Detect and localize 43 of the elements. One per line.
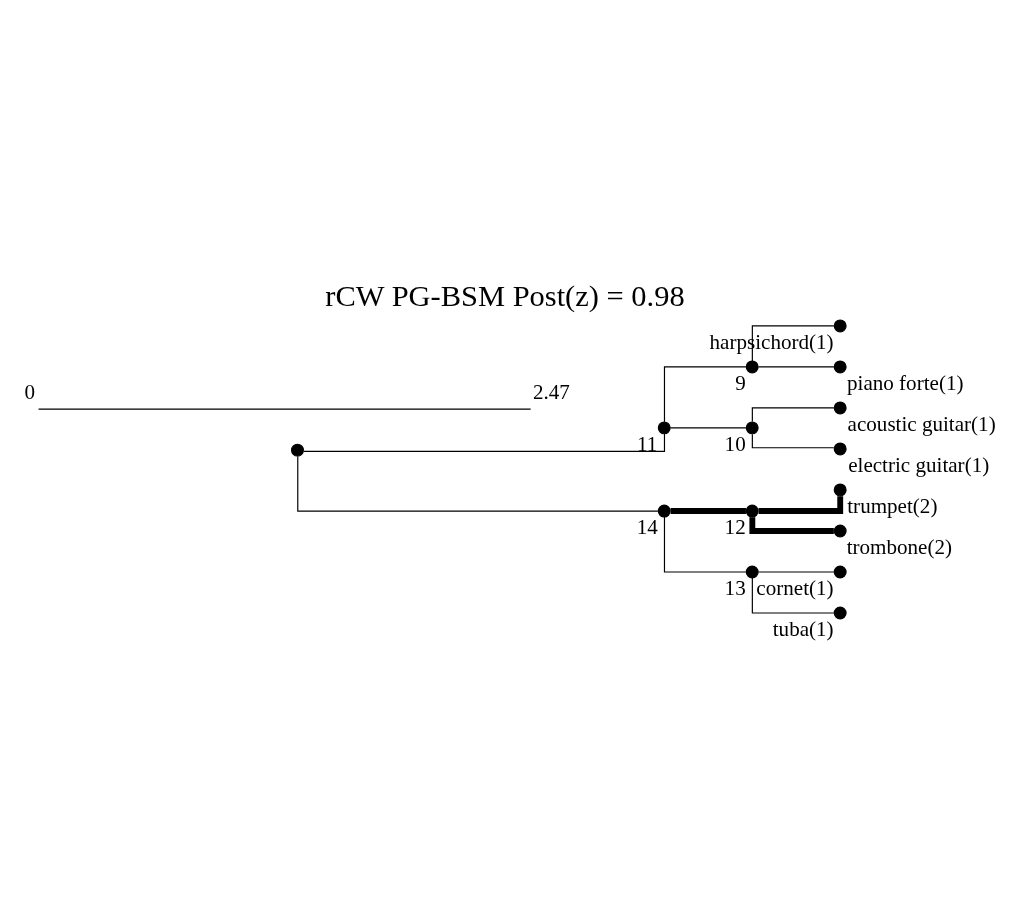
- node-circle: [833, 442, 847, 456]
- connector: [751, 433, 835, 449]
- node-label: 12: [724, 514, 746, 539]
- node-circle: [833, 401, 847, 415]
- node-circle: [833, 483, 847, 497]
- node-label: trombone(2): [846, 534, 953, 559]
- node-circle: [745, 421, 759, 435]
- connector: [663, 516, 747, 573]
- diagram-title: rCW PG-BSM Post(z) = 0.98: [325, 278, 685, 313]
- connector: [757, 366, 835, 368]
- node-circle: [745, 360, 759, 374]
- node-label: acoustic guitar(1): [847, 411, 996, 436]
- node-label: 14: [636, 514, 658, 539]
- node-label: 13: [724, 575, 746, 600]
- node-circle: [291, 443, 304, 457]
- node-label: electric guitar(1): [848, 452, 990, 477]
- connector: [757, 571, 835, 573]
- node-circle: [833, 606, 847, 620]
- connector: [663, 366, 747, 423]
- node-label: 11: [637, 431, 658, 456]
- connector: [749, 517, 834, 534]
- node-circle: [657, 421, 671, 435]
- node-circle: [657, 504, 671, 518]
- node-label: trumpet(2): [847, 493, 938, 518]
- node-label: 10: [724, 431, 746, 456]
- node-label: piano forte(1): [847, 370, 964, 395]
- connector: [751, 407, 835, 423]
- node-circle: [745, 504, 759, 518]
- node-label: tuba(1): [772, 616, 834, 641]
- node-circle: [833, 360, 847, 374]
- node-label: cornet(1): [756, 575, 834, 600]
- connector: [670, 508, 746, 514]
- node-circle: [833, 319, 847, 333]
- connector: [751, 577, 835, 614]
- node-circle: [833, 565, 847, 579]
- connector: [303, 433, 666, 452]
- label: 2.47: [532, 380, 570, 405]
- node-label: 9: [735, 370, 746, 395]
- node-circle: [833, 524, 847, 538]
- connector: [297, 455, 659, 512]
- connector: [670, 427, 747, 429]
- node-circle: [745, 565, 759, 579]
- label: 0: [24, 380, 36, 405]
